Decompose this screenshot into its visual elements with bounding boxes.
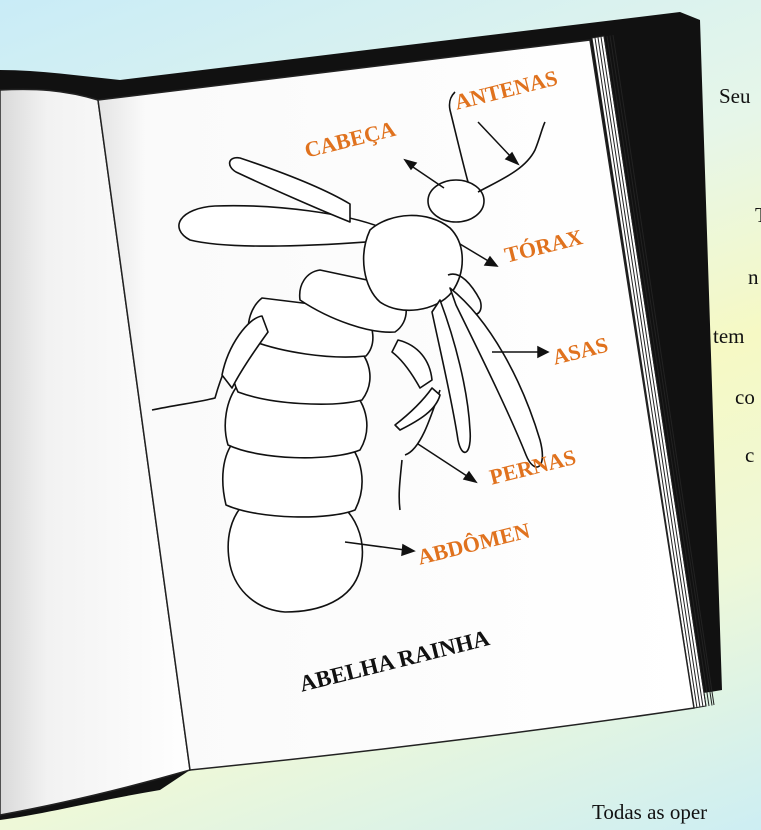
- side-text-line-6: c: [745, 443, 761, 468]
- side-text-line-2: T: [755, 203, 761, 228]
- side-text-line-5: co: [735, 385, 761, 410]
- side-text-line-3: n: [748, 265, 761, 290]
- side-text-bottom: Todas as oper: [592, 800, 761, 825]
- side-text-line-4: tem: [713, 324, 761, 349]
- thorax-drawing: [364, 215, 463, 310]
- head-drawing: [428, 180, 484, 222]
- side-text-line-1: Seu: [719, 84, 761, 109]
